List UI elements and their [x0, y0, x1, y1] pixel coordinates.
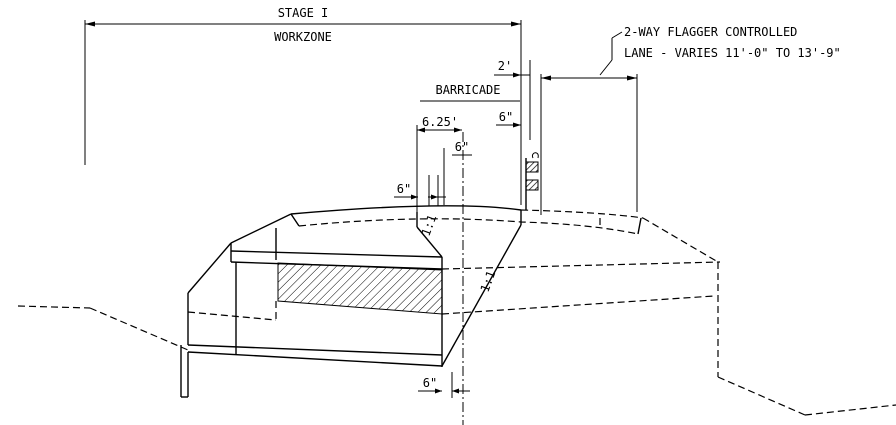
bottom-6in-label: 6": [423, 376, 437, 390]
barricade-offset-label: 6": [499, 110, 513, 124]
barricade-label: BARRICADE: [435, 83, 500, 97]
lane-label-line1: 2-WAY FLAGGER CONTROLLED: [624, 25, 797, 39]
lane-dimension: 2-WAY FLAGGER CONTROLLED LANE - VARIES 1…: [540, 25, 841, 215]
existing-ground: [17, 217, 896, 416]
inner-6in-left-label: 6": [397, 182, 411, 196]
lane-label-line2: LANE - VARIES 11'-0" TO 13'-9": [624, 46, 841, 60]
barricade-width-label: 2': [498, 59, 512, 73]
slope-upper-label: 1:1: [419, 213, 440, 238]
bottom-dimension: 6": [418, 372, 470, 398]
workzone-label: WORKZONE: [274, 30, 332, 44]
workzone-dimension: STAGE I WORKZONE: [84, 6, 522, 205]
inner-6in-right-label: 6": [455, 140, 469, 154]
stage-label: STAGE I: [278, 6, 329, 20]
hatched-removal-area: [277, 262, 443, 315]
slope-lower-label: 1:1: [478, 269, 499, 294]
barricade-symbol: [525, 152, 539, 210]
inner-dimensions: 6.25' 6" 6": [394, 115, 472, 212]
barricade-dimension: 2' BARRICADE 6": [420, 59, 531, 140]
deck-slab: [290, 205, 644, 235]
width-625-label: 6.25': [422, 115, 458, 129]
